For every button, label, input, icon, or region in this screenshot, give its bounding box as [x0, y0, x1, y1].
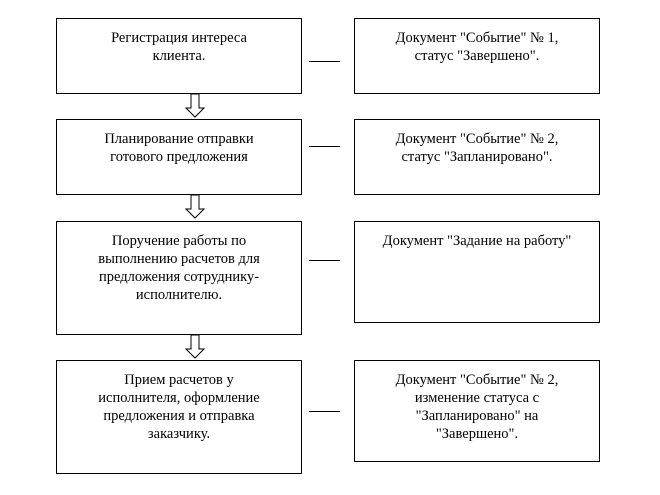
process-box-4: Прием расчетов у исполнителя, оформление… [56, 360, 302, 474]
document-box-2: Документ "Событие" № 2, статус "Запланир… [354, 119, 600, 195]
document-label-1: Документ "Событие" № 1, статус "Завершен… [395, 30, 559, 64]
connector-line-4 [309, 411, 340, 412]
process-label-3: Поручение работы по выполнению расчетов … [98, 233, 260, 303]
process-label-2: Планирование отправки готового предложен… [104, 131, 254, 165]
document-box-3: Документ "Задание на работу" [354, 221, 600, 323]
down-arrow-icon-1 [185, 94, 205, 118]
process-label-1: Регистрация интереса клиента. [111, 30, 247, 64]
process-box-2: Планирование отправки готового предложен… [56, 119, 302, 195]
document-label-3: Документ "Задание на работу" [382, 233, 572, 249]
document-label-4: Документ "Событие" № 2, изменение статус… [395, 372, 559, 442]
process-box-1: Регистрация интереса клиента. [56, 18, 302, 94]
connector-line-3 [309, 260, 340, 261]
document-label-2: Документ "Событие" № 2, статус "Запланир… [395, 131, 559, 165]
process-label-4: Прием расчетов у исполнителя, оформление… [98, 372, 260, 442]
down-arrow-icon-2 [185, 195, 205, 219]
down-arrow-icon-3 [185, 335, 205, 359]
connector-line-1 [309, 61, 340, 62]
connector-line-2 [309, 146, 340, 147]
document-box-4: Документ "Событие" № 2, изменение статус… [354, 360, 600, 462]
process-box-3: Поручение работы по выполнению расчетов … [56, 221, 302, 335]
document-box-1: Документ "Событие" № 1, статус "Завершен… [354, 18, 600, 94]
